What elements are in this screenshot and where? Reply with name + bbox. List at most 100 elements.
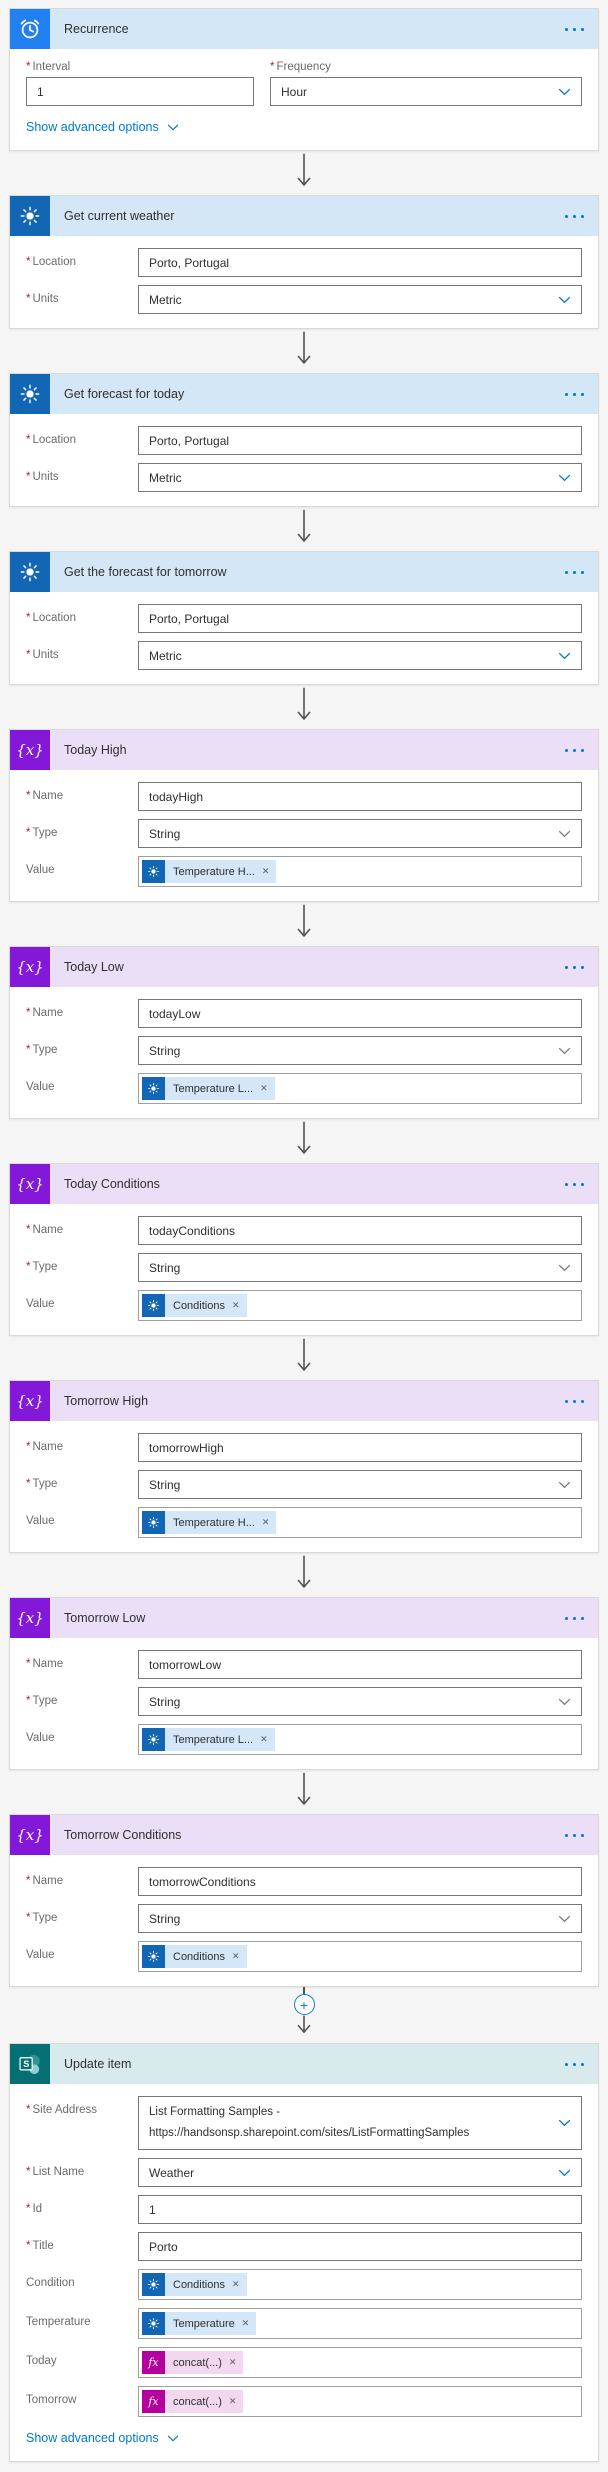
expression-token[interactable]: fx concat(...) ✕ xyxy=(142,2390,244,2413)
chevron-down-icon xyxy=(558,1915,571,1923)
dynamic-content-token[interactable]: Temperature H... ✕ xyxy=(142,860,277,883)
field-label-units: *Units xyxy=(26,293,59,305)
title-input[interactable] xyxy=(138,2232,582,2261)
field-label-tomorrow: Tomorrow xyxy=(26,2394,77,2406)
insert-step-button[interactable]: + xyxy=(293,1994,315,2015)
card-header[interactable]: {x} Tomorrow Conditions xyxy=(10,1815,598,1855)
chevron-down-icon xyxy=(558,296,571,304)
value-token-field[interactable]: Temperature L... ✕ xyxy=(138,1073,582,1104)
more-actions-icon[interactable] xyxy=(565,2062,584,2066)
type-value: String xyxy=(149,1043,181,1058)
location-input[interactable] xyxy=(138,426,582,455)
value-token-field[interactable]: Temperature H... ✕ xyxy=(138,856,582,887)
more-actions-icon[interactable] xyxy=(565,965,584,969)
dynamic-content-token[interactable]: Conditions ✕ xyxy=(142,2273,247,2296)
tomorrow-token-field[interactable]: fx concat(...) ✕ xyxy=(138,2386,582,2417)
more-actions-icon[interactable] xyxy=(565,1833,584,1837)
more-actions-icon[interactable] xyxy=(565,748,584,752)
value-token-field[interactable]: Temperature H... ✕ xyxy=(138,1507,582,1538)
remove-token-icon[interactable]: ✕ xyxy=(261,1517,270,1527)
units-select[interactable]: Metric xyxy=(138,463,582,492)
value-token-field[interactable]: Conditions ✕ xyxy=(138,1290,582,1321)
units-select[interactable]: Metric xyxy=(138,285,582,314)
card-header[interactable]: {x} Today Conditions xyxy=(10,1164,598,1204)
list-name-select[interactable]: Weather xyxy=(138,2158,582,2187)
variable-name-input[interactable] xyxy=(138,782,582,811)
dynamic-content-token[interactable]: Temperature L... ✕ xyxy=(142,1077,275,1100)
action-card-tomorrow-conditions: {x} Tomorrow Conditions *Name *Type Stri… xyxy=(9,1814,599,1987)
variable-icon: {x} xyxy=(10,1815,50,1855)
card-header[interactable]: {x} Today High xyxy=(10,730,598,770)
card-title: Tomorrow Conditions xyxy=(64,1828,182,1842)
dynamic-content-token[interactable]: Temperature ✕ xyxy=(142,2312,257,2335)
field-label-name: *Name xyxy=(26,1658,64,1670)
more-actions-icon[interactable] xyxy=(565,214,584,218)
variable-name-input[interactable] xyxy=(138,1867,582,1896)
remove-token-icon[interactable]: ✕ xyxy=(260,1083,268,1093)
more-actions-icon[interactable] xyxy=(565,1182,584,1186)
dynamic-content-token[interactable]: Temperature L... ✕ xyxy=(142,1728,275,1751)
card-header[interactable]: {x} Tomorrow Low xyxy=(10,1598,598,1638)
value-token-field[interactable]: Conditions ✕ xyxy=(138,1941,582,1972)
card-header[interactable]: Get current weather xyxy=(10,196,598,236)
site-address-select[interactable]: List Formatting Samples - https://handso… xyxy=(138,2096,582,2150)
card-header[interactable]: Get the forecast for tomorrow xyxy=(10,552,598,592)
frequency-select[interactable]: Hour xyxy=(270,77,582,106)
chevron-down-icon xyxy=(558,1047,571,1055)
more-actions-icon[interactable] xyxy=(565,570,584,574)
more-actions-icon[interactable] xyxy=(565,27,584,31)
field-label-name: *Name xyxy=(26,1441,64,1453)
msn-weather-icon xyxy=(142,1945,165,1968)
card-header[interactable]: Update item xyxy=(10,2044,598,2084)
expression-token[interactable]: fx concat(...) ✕ xyxy=(142,2351,244,2374)
id-input[interactable] xyxy=(138,2195,582,2224)
field-label-frequency: *Frequency xyxy=(270,61,331,73)
variable-type-select[interactable]: String xyxy=(138,1253,582,1282)
condition-token-field[interactable]: Conditions ✕ xyxy=(138,2269,582,2300)
show-advanced-options-link[interactable]: Show advanced options xyxy=(26,2431,179,2445)
variable-type-select[interactable]: String xyxy=(138,819,582,848)
today-token-field[interactable]: fx concat(...) ✕ xyxy=(138,2347,582,2378)
location-input[interactable] xyxy=(138,248,582,277)
remove-token-icon[interactable]: ✕ xyxy=(241,2318,250,2328)
msn-weather-icon xyxy=(142,1077,165,1100)
more-actions-icon[interactable] xyxy=(565,392,584,396)
variable-type-select[interactable]: String xyxy=(138,1470,582,1499)
variable-type-select[interactable]: String xyxy=(138,1687,582,1716)
action-card-today-conditions: {x} Today Conditions *Name *Type String … xyxy=(9,1163,599,1336)
more-actions-icon[interactable] xyxy=(565,1616,584,1620)
remove-token-icon[interactable]: ✕ xyxy=(231,2279,240,2289)
remove-token-icon[interactable]: ✕ xyxy=(228,2396,237,2406)
card-header[interactable]: Get forecast for today xyxy=(10,374,598,414)
msn-weather-icon xyxy=(142,1728,165,1751)
remove-token-icon[interactable]: ✕ xyxy=(231,1951,240,1961)
location-input[interactable] xyxy=(138,604,582,633)
dynamic-content-token[interactable]: Conditions ✕ xyxy=(142,1945,247,1968)
remove-token-icon[interactable]: ✕ xyxy=(231,1300,240,1310)
card-title: Get forecast for today xyxy=(64,387,185,401)
dynamic-content-token[interactable]: Conditions ✕ xyxy=(142,1294,247,1317)
field-label-list-name: *List Name xyxy=(26,2166,85,2178)
chevron-down-icon xyxy=(167,2435,179,2442)
variable-type-select[interactable]: String xyxy=(138,1036,582,1065)
remove-token-icon[interactable]: ✕ xyxy=(261,866,270,876)
action-card-today-high: {x} Today High *Name *Type String Value xyxy=(9,729,599,902)
card-header[interactable]: {x} Tomorrow High xyxy=(10,1381,598,1421)
value-token-field[interactable]: Temperature L... ✕ xyxy=(138,1724,582,1755)
show-advanced-options-link[interactable]: Show advanced options xyxy=(26,120,179,134)
dynamic-content-token[interactable]: Temperature H... ✕ xyxy=(142,1511,277,1534)
field-label-interval: *Interval xyxy=(26,61,71,73)
card-header[interactable]: {x} Today Low xyxy=(10,947,598,987)
variable-name-input[interactable] xyxy=(138,1650,582,1679)
units-select[interactable]: Metric xyxy=(138,641,582,670)
variable-name-input[interactable] xyxy=(138,999,582,1028)
remove-token-icon[interactable]: ✕ xyxy=(260,1734,268,1744)
temperature-token-field[interactable]: Temperature ✕ xyxy=(138,2308,582,2339)
remove-token-icon[interactable]: ✕ xyxy=(228,2357,237,2367)
card-header-recurrence[interactable]: Recurrence xyxy=(10,9,598,49)
variable-type-select[interactable]: String xyxy=(138,1904,582,1933)
variable-name-input[interactable] xyxy=(138,1216,582,1245)
variable-name-input[interactable] xyxy=(138,1433,582,1462)
interval-input[interactable] xyxy=(26,77,254,106)
more-actions-icon[interactable] xyxy=(565,1399,584,1403)
